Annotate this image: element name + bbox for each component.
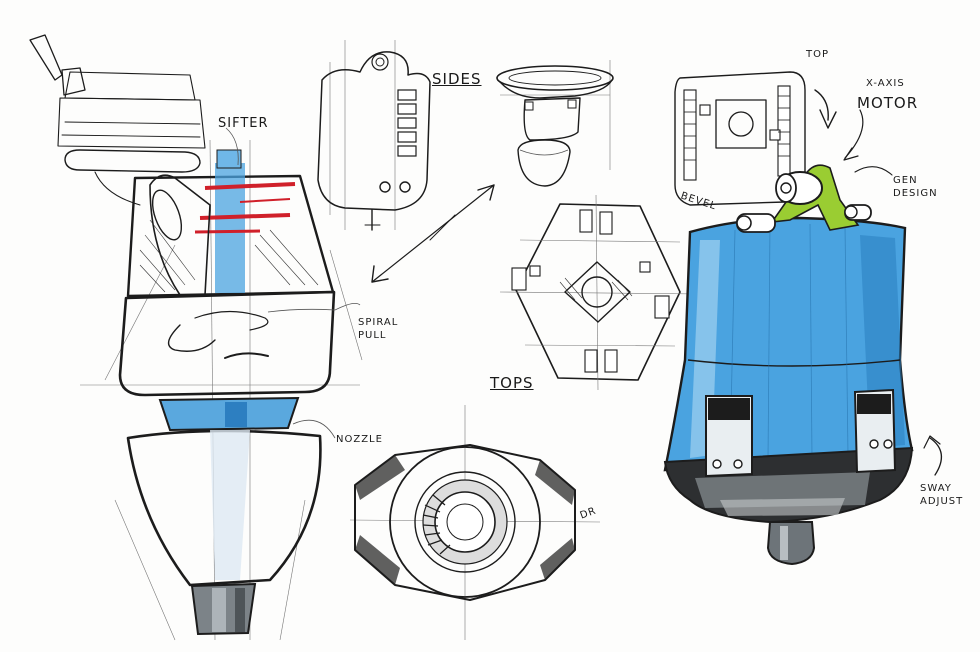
red-marker-strokes [194, 182, 296, 234]
side-view-sketch [317, 40, 495, 283]
spiral-pull-label: SPIRAL PULL [358, 317, 399, 341]
sides-label: SIDES [432, 70, 482, 88]
right-side-panel [853, 388, 897, 474]
dispenser-cross-section-sketch [29, 34, 363, 641]
hexagon-top-view-sketch [499, 194, 701, 391]
rendered-blue-dispenser [663, 164, 942, 566]
motor-label: MOTOR [857, 94, 919, 112]
motor-top-box-sketch [674, 71, 864, 206]
bottom-nozzle [766, 521, 816, 566]
x-axis-label: X-AXIS [866, 78, 905, 89]
gen-design-motor [736, 164, 872, 233]
nozzle-label: NOZZLE [336, 434, 383, 445]
sifter-blue-neck [215, 163, 245, 293]
top-label: TOP [806, 49, 830, 60]
bowl-side-sketch [496, 60, 614, 187]
sifter-label: SIFTER [218, 116, 269, 131]
gen-design-label: GEN DESIGN [893, 175, 938, 199]
tops-label: TOPS [490, 374, 534, 392]
left-side-panel [705, 395, 753, 478]
circular-top-view-sketch [349, 405, 601, 640]
housing-middle-outline [118, 290, 336, 397]
sway-adjust-label: SWAY ADJUST [920, 483, 964, 507]
